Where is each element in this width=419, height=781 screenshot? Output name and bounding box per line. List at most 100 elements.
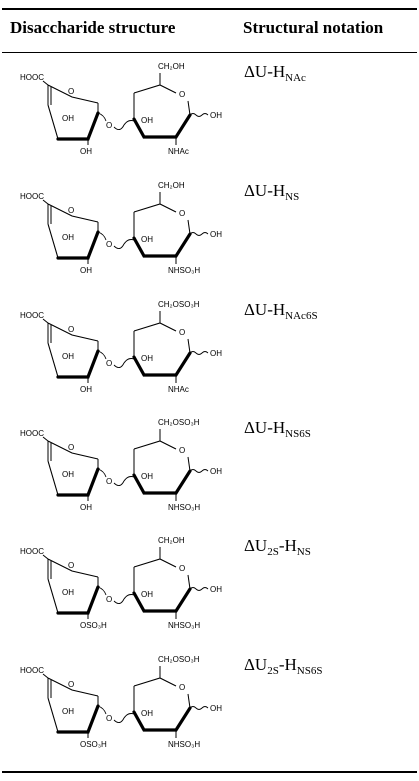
ring2-oxygen: O [179,683,185,692]
anomeric-wavy-bond [189,469,209,473]
glycosidic-oxygen: O [106,595,112,604]
n-substituent-label: NHSO₃H [168,503,200,512]
disaccharide-structure-row-6: HOOC O OH OSO₃H O CH₂OSO₃H O OH [8,650,230,756]
n-substituent-label: NHAc [168,147,189,156]
disaccharide-svg: HOOC O OH OSO₃H O CH₂OSO₃H O OH [20,655,222,749]
disaccharide-structure-row-4: HOOC O OH OH O CH₂OSO₃H O OH [8,413,230,519]
ring2-upper [133,677,177,687]
ring2-upper [133,322,177,332]
glycosidic-oxygen: O [106,477,112,486]
column-header-structure: Disaccharide structure [10,18,176,37]
table-top-rule [2,8,417,10]
cooh-bond [42,673,49,679]
notation-dash: -H [267,418,286,437]
linkage-right [113,120,135,130]
c6-label: CH₂OH [158,536,185,545]
cooh-bond [42,80,49,86]
ring1-oh-label: OH [62,352,74,361]
notation-subscript: NAc6S [285,310,318,322]
disaccharide-svg: HOOC O OH OH O CH₂OSO₃H O OH [20,418,222,512]
cooh-bond [42,318,49,324]
cooh-label: HOOC [20,73,44,82]
ring1-upper [47,558,99,578]
cooh-label: HOOC [20,666,44,675]
disaccharide-svg: HOOC O OH OH O CH₂OH O OH [20,62,222,156]
notation-base: ΔU [244,655,268,674]
ring2-oh-label: OH [141,116,153,125]
ring1-upper [47,203,99,223]
linkage-right [113,358,135,368]
ring2-right [187,456,191,472]
linkage-left [97,586,107,596]
ring2-bold-edge [132,469,192,495]
ring1-upper [47,677,99,697]
notation-base: ΔU [244,181,268,200]
disaccharide-structure-row-3: HOOC O OH OH O CH₂OSO₃H O OH [8,295,230,401]
ring2-oxygen: O [179,90,185,99]
disaccharide-structure-row-1: HOOC O OH OH O CH₂OH O OH [8,57,230,163]
cooh-bond [42,554,49,560]
notation-base: ΔU [244,418,268,437]
ring2-right [187,574,191,590]
ring1-oxygen: O [68,87,74,96]
linkage-left [97,705,107,715]
anomeric-wavy-bond [189,351,209,355]
ring2-upper [133,440,177,450]
linkage-left [97,231,107,241]
c6-label: CH₂OH [158,62,185,71]
notation-base: ΔU [244,300,268,319]
ring2-right [187,693,191,709]
ring2-bold-edge [132,113,192,139]
ring2-bold-edge [132,706,192,732]
column-header-notation: Structural notation [243,18,384,37]
linkage-right [113,713,135,723]
structural-notation-row-5: ΔU2S-HNS [244,536,311,558]
structural-notation-row-3: ΔU-HNAc6S [244,300,318,322]
anomeric-wavy-bond [189,587,209,591]
notation-subscript: NS6S [285,428,311,440]
c6-label: CH₂OSO₃H [158,300,200,309]
ring1-oh-label: OH [62,707,74,716]
c6-label: CH₂OH [158,181,185,190]
notation-subscript: NAc [285,72,306,84]
c6-label: CH₂OSO₃H [158,655,200,664]
structural-notation-row-2: ΔU-HNS [244,181,299,203]
notation-subscript: NS [296,546,311,558]
ring1-left [47,578,59,614]
ring1-bottom-label: OSO₃H [80,740,107,749]
ring2-oh-label: OH [141,709,153,718]
glycosidic-oxygen: O [106,359,112,368]
linkage-right [113,594,135,604]
ring1-left [47,460,59,496]
ring2-oh-label: OH [141,472,153,481]
disaccharide-svg: HOOC O OH OSO₃H O CH₂OH O OH [20,536,222,630]
notation-dash: -H [267,181,286,200]
ring1-bottom-label: OSO₃H [80,621,107,630]
linkage-left [97,468,107,478]
ring1-left [47,223,59,259]
n-substituent-label: NHSO₃H [168,266,200,275]
anomeric-oh-label: OH [210,111,222,120]
ring1-oh-label: OH [62,114,74,123]
ring2-oxygen: O [179,328,185,337]
ring1-oxygen: O [68,680,74,689]
ring2-right [187,338,191,354]
ring2-right [187,219,191,235]
ring2-oh-label: OH [141,590,153,599]
ring1-left [47,697,59,733]
n-substituent-label: NHSO₃H [168,740,200,749]
n-substituent-label: NHAc [168,385,189,394]
table-header-rule [2,52,417,53]
linkage-left [97,112,107,122]
glycosidic-oxygen: O [106,714,112,723]
notation-dash: -H [278,655,297,674]
cooh-label: HOOC [20,547,44,556]
ring1-oxygen: O [68,325,74,334]
ring2-bold-edge [132,587,192,613]
ring1-bottom-label: OH [80,503,92,512]
cooh-bond [42,199,49,205]
ring2-oh-label: OH [141,354,153,363]
anomeric-oh-label: OH [210,467,222,476]
ring2-upper [133,203,177,213]
ring2-bold-edge [132,232,192,258]
